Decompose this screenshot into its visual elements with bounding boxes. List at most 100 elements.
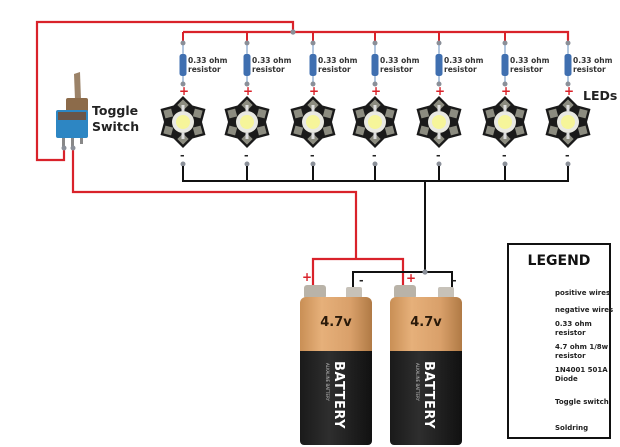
led-unit-3 (290, 32, 336, 181)
led-contact (503, 133, 507, 139)
battery1-plus-sign: + (302, 270, 313, 284)
led-minus-sign: - (372, 149, 377, 162)
legend-small-resistor: 4.7 ohm 1/8w resistor (555, 343, 609, 360)
solder-point (310, 40, 316, 46)
led-plus-sign: + (564, 84, 575, 98)
toggle-nut (66, 98, 88, 112)
led-pad (322, 125, 333, 136)
resistor-icon (501, 54, 509, 76)
led-pad (355, 125, 366, 136)
legend-negative-wires: negative wires (555, 306, 614, 314)
battery1-voltage: 4.7v (320, 315, 352, 330)
resistor-icon (564, 54, 572, 76)
led-pad (548, 125, 559, 136)
led-light-icon (176, 115, 190, 129)
solder-point (180, 161, 186, 167)
solder-point (180, 40, 186, 46)
led-contact (181, 133, 185, 139)
wire-switch-to-battery (71, 148, 358, 259)
solder-point (502, 40, 508, 46)
solder-point (244, 40, 250, 46)
led-contact (437, 133, 441, 139)
leds-label: LEDs (583, 88, 618, 103)
legend-diode: 1N4001 501A Diode (555, 366, 608, 383)
led-contact (373, 133, 377, 139)
solder-point (372, 161, 378, 167)
solder-point (180, 81, 186, 87)
battery2-minus-sign: - (452, 274, 457, 287)
led-pad (293, 108, 304, 119)
solder-point (372, 81, 378, 87)
led-light-icon (240, 115, 254, 129)
solder-point (436, 81, 442, 87)
led-minus-sign: - (180, 149, 185, 162)
battery1-brand: BATTERY (331, 361, 346, 430)
led-plus-sign: + (309, 84, 320, 98)
legend-title: LEGEND (527, 253, 591, 269)
legend-blue-resistor: 0.33 ohm resistor (555, 320, 592, 337)
battery-2: 4.7v BATTERY ALKALINE BATTERY (386, 283, 466, 447)
led-pad (163, 108, 174, 119)
solder-point (502, 81, 508, 87)
led-minus-sign: - (565, 149, 570, 162)
led-pad (577, 125, 588, 136)
toggle-switch[interactable] (56, 72, 88, 151)
led-contact (373, 105, 377, 111)
wire-battery-plus-branch (311, 257, 405, 290)
led-pad (514, 125, 525, 136)
led-pad (322, 108, 333, 119)
led-plus-sign: + (501, 84, 512, 98)
led-contact (311, 105, 315, 111)
wire-battery-minus-branch (352, 271, 453, 290)
led-contact (566, 133, 570, 139)
led-pad (548, 108, 559, 119)
led-contact (245, 105, 249, 111)
led-pad (577, 108, 588, 119)
solder-point (436, 161, 442, 167)
led-plus-sign: + (243, 84, 254, 98)
solder-point (565, 81, 571, 87)
led-pad (293, 125, 304, 136)
solder-battery-neg-junction (422, 269, 428, 275)
battery1-minus-sign: - (359, 274, 364, 287)
led-pad (485, 125, 496, 136)
resistor-icon (371, 54, 379, 76)
battery1-plus-terminal (304, 285, 326, 299)
led-pad (384, 125, 395, 136)
led-pad (256, 108, 267, 119)
led-pad (448, 125, 459, 136)
resistor-icon (435, 54, 443, 76)
battery2-plus-terminal (394, 285, 416, 299)
battery2-plus-sign: + (406, 271, 417, 285)
toggle-switch-label: Toggle Switch (92, 103, 139, 135)
led-pad (227, 125, 238, 136)
led-light-icon (306, 115, 320, 129)
led-contact (437, 105, 441, 111)
legend-soldering: Soldring (555, 424, 589, 432)
led-pad (514, 108, 525, 119)
toggle-label-line1: Toggle (92, 103, 139, 118)
solder-point (310, 81, 316, 87)
wire-switch-to-top (35, 20, 295, 162)
led-minus-sign: - (502, 149, 507, 162)
solder-point (310, 161, 316, 167)
legend-toggle-switch: Toggle switch (555, 398, 609, 406)
led-pad (192, 108, 203, 119)
led-light-icon (498, 115, 512, 129)
solder-point (244, 161, 250, 167)
led-pad (227, 108, 238, 119)
battery2-minus-terminal (438, 287, 454, 299)
battery1-minus-terminal (346, 287, 362, 299)
led-pad (419, 125, 430, 136)
solder-point (244, 81, 250, 87)
positive-wires (35, 20, 570, 290)
led-unit-1 (160, 32, 206, 181)
led-unit-7 (545, 32, 591, 181)
legend: LEGEND (507, 243, 611, 439)
led-light-icon (561, 115, 575, 129)
solder-point (372, 40, 378, 46)
